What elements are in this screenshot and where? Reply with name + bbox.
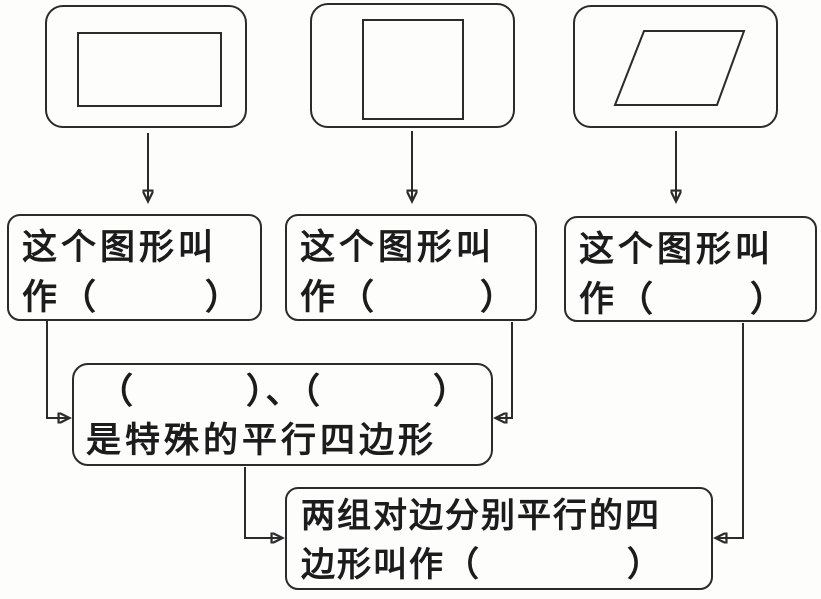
special-parallelogram-box: （ ）、（ ） 是特殊的平行四边形 [72, 363, 493, 466]
paren-close: ） [749, 280, 789, 319]
connector-label1-to-special [46, 321, 69, 418]
paren-close: ） [204, 278, 244, 317]
paren-open: 边形叫作（ [301, 547, 481, 584]
blank-parenthesis: 作（ ） [22, 273, 244, 323]
label-box-square: 这个图形叫 作（ ） [285, 214, 537, 321]
blank-parenthesis: 边形叫作（ ） [301, 541, 695, 590]
special-statement: 是特殊的平行四边形 [86, 421, 438, 460]
paren-close: ） [479, 278, 519, 317]
blank-parenthesis: 作（ ） [579, 275, 799, 325]
connector-label2-to-special [496, 322, 513, 418]
paren-open: 作（ [579, 280, 658, 319]
parallelogram-icon [613, 30, 746, 106]
square-icon [362, 19, 464, 120]
paren-open: 作（ [300, 278, 379, 317]
blank-parentheses-pair: （ ）、（ ） [98, 372, 471, 411]
label-text: 这个图形叫 [579, 230, 775, 269]
connector-label3-to-definition [716, 323, 744, 538]
shape-card-square [310, 3, 515, 128]
definition-text: 两组对边分别平行的四 [301, 498, 661, 535]
rectangle-icon [77, 32, 222, 107]
parallelogram-definition-box: 两组对边分别平行的四 边形叫作（ ） [285, 487, 713, 590]
shape-card-parallelogram [573, 5, 778, 128]
label-box-rectangle: 这个图形叫 作（ ） [7, 214, 262, 321]
label-text: 这个图形叫 [22, 228, 218, 267]
label-box-parallelogram: 这个图形叫 作（ ） [564, 216, 817, 322]
label-text: 这个图形叫 [300, 228, 496, 267]
connector-special-to-definition [244, 467, 282, 538]
shape-card-rectangle [45, 5, 247, 128]
paren-close: ） [627, 547, 663, 584]
paren-open: 作（ [22, 278, 101, 317]
blank-parenthesis: 作（ ） [300, 273, 519, 323]
